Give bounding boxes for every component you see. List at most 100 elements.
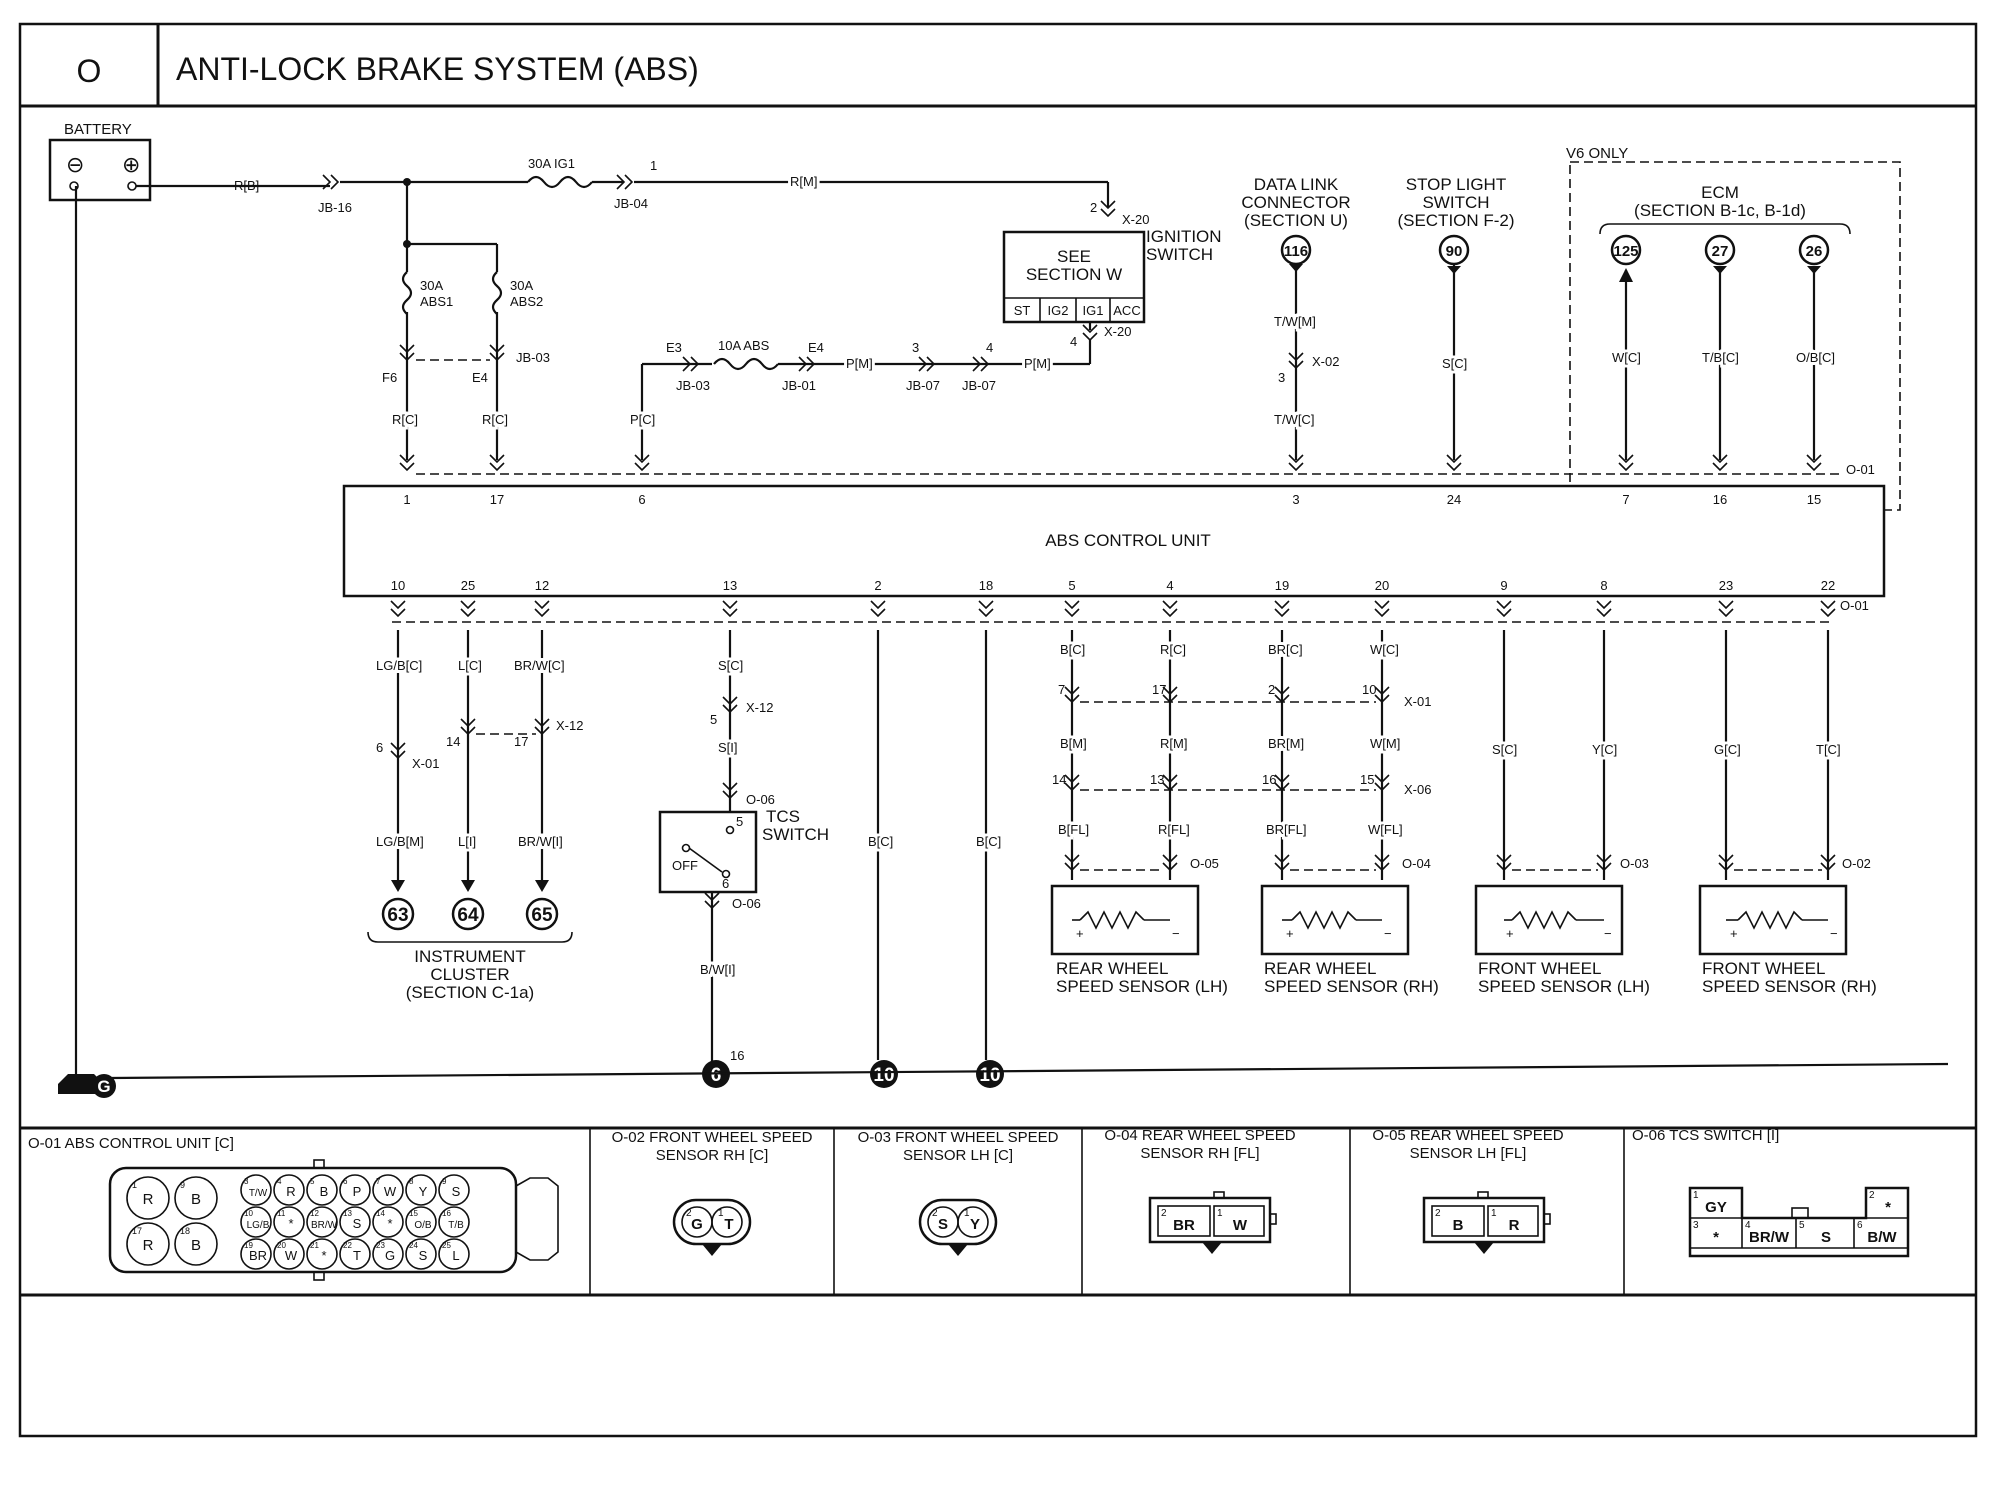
o01-pin-24 [405, 1238, 437, 1270]
jb01-label: JB-01 [782, 378, 816, 393]
svg-text:7: 7 [376, 1177, 381, 1186]
svg-text:R[FL]: R[FL] [1158, 822, 1190, 837]
wire-rm-label: R[M] [790, 174, 817, 189]
svg-text:*: * [288, 1216, 293, 1231]
o01-pin-8 [405, 1174, 437, 1206]
svg-text:15: 15 [409, 1209, 418, 1218]
svg-text:INSTRUMENT: INSTRUMENT [414, 947, 525, 966]
svg-text:6: 6 [722, 876, 729, 891]
svg-text:*: * [387, 1216, 392, 1231]
svg-text:O-04 REAR WHEEL SPEED: O-04 REAR WHEEL SPEED [1104, 1127, 1295, 1144]
svg-text:16: 16 [442, 1209, 451, 1218]
svg-text:O-02: O-02 [1842, 856, 1871, 871]
svg-text:3: 3 [1693, 1220, 1699, 1231]
o01-pin-6 [339, 1174, 371, 1206]
o01-pin-7 [372, 1174, 404, 1206]
o01-pin-4 [273, 1174, 305, 1206]
svg-text:13: 13 [1150, 772, 1164, 787]
svg-text:Y: Y [970, 1216, 980, 1233]
svg-text:10: 10 [979, 1065, 1000, 1086]
svg-text:+: + [1506, 926, 1514, 941]
svg-text:5: 5 [1799, 1220, 1805, 1231]
svg-text:B: B [1453, 1217, 1464, 1234]
connector-o06: O-06 TCS SWITCH [I] 1 GY 2 * 3 * 4 BR/W … [1632, 1127, 1910, 1258]
connector-o02: O-02 FRONT WHEEL SPEED SENSOR RH [C] 2 G… [612, 1129, 813, 1256]
svg-text:2: 2 [1435, 1208, 1441, 1219]
svg-text:B[C]: B[C] [868, 834, 893, 849]
svg-text:BR/W: BR/W [311, 1220, 338, 1231]
svg-text:ECM: ECM [1701, 183, 1739, 202]
svg-text:6: 6 [1857, 1220, 1863, 1231]
svg-text:W: W [285, 1248, 298, 1263]
svg-text:S[C]: S[C] [718, 658, 743, 673]
svg-text:2: 2 [686, 1208, 692, 1219]
svg-text:17: 17 [514, 734, 528, 749]
svg-text:W: W [384, 1184, 397, 1199]
svg-text:10: 10 [873, 1065, 894, 1086]
jb16-label: JB-16 [318, 200, 352, 215]
svg-text:O-05: O-05 [1190, 856, 1219, 871]
svg-text:64: 64 [457, 905, 479, 926]
svg-text:2: 2 [1161, 1208, 1167, 1219]
svg-text:23: 23 [376, 1241, 385, 1250]
svg-text:X-12: X-12 [746, 700, 773, 715]
svg-text:SPEED SENSOR (LH): SPEED SENSOR (LH) [1056, 977, 1228, 996]
svg-text:X-20: X-20 [1104, 324, 1131, 339]
svg-text:SPEED SENSOR (RH): SPEED SENSOR (RH) [1264, 977, 1439, 996]
svg-text:*: * [1713, 1229, 1719, 1246]
svg-text:DATA LINK: DATA LINK [1254, 175, 1339, 194]
svg-text:IG2: IG2 [1048, 303, 1069, 318]
svg-text:BR/W[I]: BR/W[I] [518, 834, 563, 849]
svg-text:13: 13 [343, 1209, 352, 1218]
svg-text:ST: ST [1014, 303, 1031, 318]
svg-text:G: G [385, 1248, 395, 1263]
svg-text:R: R [286, 1184, 295, 1199]
svg-text:3: 3 [244, 1177, 249, 1186]
svg-text:17: 17 [1152, 682, 1166, 697]
svg-text:10: 10 [244, 1209, 253, 1218]
svg-text:SPEED SENSOR (RH): SPEED SENSOR (RH) [1702, 977, 1877, 996]
connector-o03: O-03 FRONT WHEEL SPEED SENSOR LH [C] 2 S… [858, 1129, 1059, 1256]
abs-bottom-pin-5: 5 [1068, 578, 1075, 593]
instrument-cluster-branch: LG/B[C] L[C] BR/W[C] 6 X-01 14 17 X-12 L… [367, 630, 583, 1002]
svg-text:3: 3 [1278, 370, 1285, 385]
svg-text:18: 18 [180, 1226, 190, 1236]
battery: BATTERY ⊖ ⊕ [48, 121, 152, 202]
svg-text:R: R [143, 1237, 154, 1254]
svg-text:B[FL]: B[FL] [1058, 822, 1089, 837]
svg-text:9: 9 [180, 1180, 185, 1190]
svg-text:S: S [938, 1216, 948, 1233]
o01-pin-19 [240, 1238, 272, 1270]
svg-text:BR/W: BR/W [1749, 1229, 1790, 1246]
svg-text:Y: Y [419, 1184, 428, 1199]
abs-bottom-pin-12: 12 [535, 578, 549, 593]
svg-text:TCS: TCS [766, 807, 800, 826]
svg-text:25: 25 [442, 1241, 451, 1250]
svg-text:15: 15 [1360, 772, 1374, 787]
svg-text:22: 22 [343, 1241, 352, 1250]
svg-text:1: 1 [964, 1208, 970, 1219]
svg-text:1: 1 [132, 1180, 137, 1190]
svg-text:GY: GY [1705, 1199, 1727, 1216]
wire-rc2-label: R[C] [482, 412, 508, 427]
o01-pin-9 [438, 1174, 470, 1206]
svg-text:−: − [1830, 926, 1838, 941]
o01-pin-14 [372, 1206, 404, 1238]
ground-branch: B[C] B[C] 10 10 G [58, 186, 1949, 1098]
svg-text:X-02: X-02 [1312, 354, 1339, 369]
svg-text:G: G [97, 1077, 110, 1096]
svg-text:SENSOR RH [FL]: SENSOR RH [FL] [1140, 1145, 1259, 1162]
svg-text:14: 14 [446, 734, 460, 749]
svg-text:T: T [353, 1248, 361, 1263]
svg-text:L[C]: L[C] [458, 658, 482, 673]
o01-pin-18 [174, 1222, 218, 1266]
abs-top-pin-1: 1 [403, 492, 410, 507]
svg-text:−: − [1172, 926, 1180, 941]
svg-text:FRONT WHEEL: FRONT WHEEL [1702, 959, 1825, 978]
svg-text:B[C]: B[C] [1060, 642, 1085, 657]
svg-text:SENSOR LH [C]: SENSOR LH [C] [903, 1147, 1013, 1164]
svg-text:STOP LIGHT: STOP LIGHT [1406, 175, 1506, 194]
svg-text:+: + [1730, 926, 1738, 941]
